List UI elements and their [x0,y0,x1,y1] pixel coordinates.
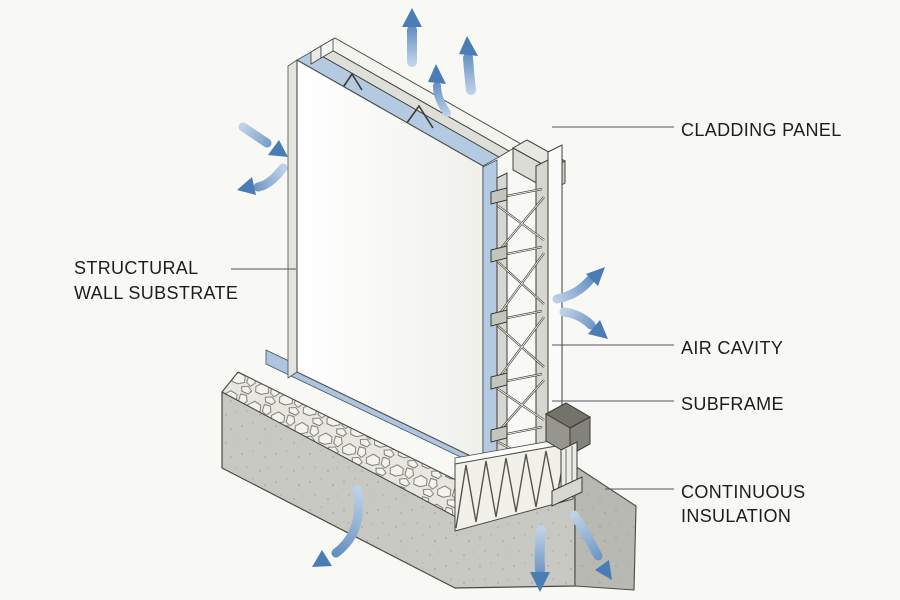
concrete-base [221,391,637,591]
truss-connector-lugs [490,187,508,443]
curved-up-arrow-cavity-top-icon [428,64,451,117]
down-arrow-base-bottom-icon [530,525,550,592]
down-right-arrow-cavity-mid-icon [559,307,608,339]
label-air-cavity: AIR CAVITY [681,338,784,358]
curved-out-arrow-upper-left-icon [237,163,288,195]
leader-lines [231,126,674,490]
curved-down-left-arrow-base-front-icon [312,484,364,567]
subframe-truss [490,159,549,476]
up-arrow-top-right-icon [459,36,478,95]
label-continuous-insulation-line1: CONTINUOUS [681,482,806,502]
up-arrow-top-center-icon [402,8,422,67]
label-continuous-insulation-line2: INSULATION [681,506,792,526]
down-right-arrow-base-right-icon [569,510,612,580]
label-continuous-insulation: CONTINUOUS INSULATION [681,480,806,528]
curved-up-right-arrow-cavity-mid-icon [552,267,605,304]
label-structural-wall-substrate-line2: WALL SUBSTRATE [74,283,239,303]
label-structural-wall-substrate-line1: STRUCTURAL [74,258,199,278]
structural-wall-panel [287,59,484,463]
inward-arrow-upper-left-icon [238,122,288,157]
label-cladding-panel: CLADDING PANEL [681,120,842,140]
airflow-arrows [237,8,612,592]
label-subframe: SUBFRAME [681,394,784,414]
cavity-closure-cap [544,402,592,507]
label-structural-wall-substrate: STRUCTURAL WALL SUBSTRATE [74,256,238,306]
